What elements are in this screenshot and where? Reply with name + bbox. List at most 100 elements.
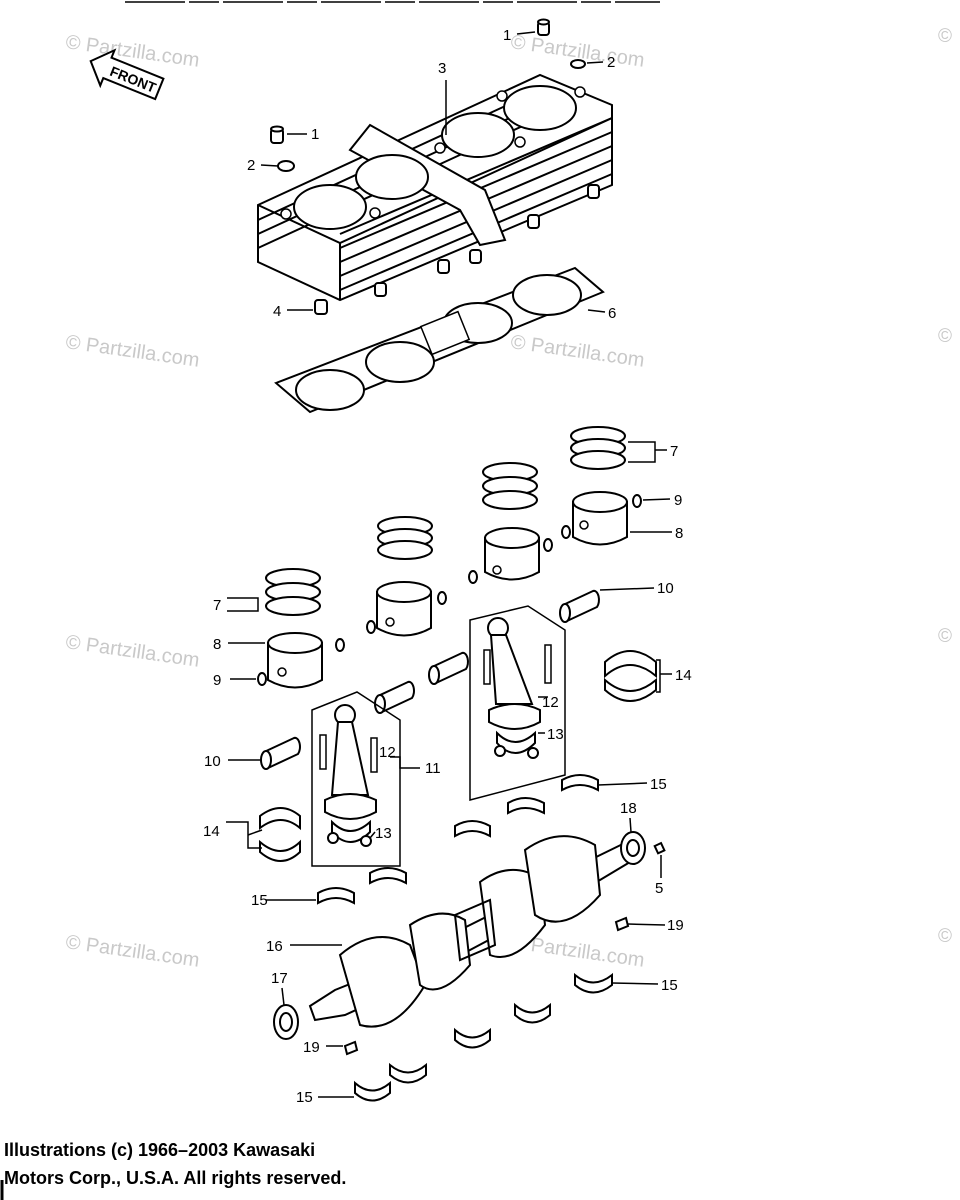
callout-8: 8	[213, 636, 221, 653]
con-rod-nut	[327, 832, 339, 844]
callout-7: 7	[213, 597, 221, 614]
callout-15: 15	[661, 977, 678, 994]
callout-labels: 1 2 3 1 2 4 6 7 9 8 10 7 8 9 14 12 13 10…	[203, 27, 692, 1106]
callout-17: 17	[271, 970, 288, 987]
callout-13: 13	[375, 825, 392, 842]
dowel-pin	[314, 299, 328, 315]
callout-14: 14	[675, 667, 692, 684]
main-bearing	[507, 797, 545, 815]
piston	[572, 491, 628, 546]
plug	[343, 1040, 359, 1056]
main-bearing	[454, 1027, 491, 1049]
cylinder-bore	[293, 184, 367, 230]
footer-line-1: Illustrations (c) 1966–2003 Kawasaki	[4, 1140, 316, 1160]
callout-1: 1	[503, 27, 511, 44]
callout-8: 8	[675, 525, 683, 542]
callout-12: 12	[379, 744, 396, 761]
watermark: © Partzilla.com	[64, 931, 201, 972]
o-ring	[570, 59, 586, 69]
main-bearing	[574, 972, 613, 994]
copyright-mark: ©	[938, 926, 952, 947]
main-bearing	[561, 774, 599, 792]
con-rod-nut	[527, 747, 539, 759]
copyright-mark: ©	[938, 326, 952, 347]
callout-4: 4	[273, 303, 281, 320]
main-bearing	[317, 887, 355, 905]
watermark: © Partzilla.com	[64, 631, 201, 672]
cylinder-bore	[441, 112, 515, 158]
main-bearing	[514, 1002, 551, 1024]
dowel-pin	[270, 125, 284, 144]
piston-ring-set	[482, 462, 538, 510]
con-rod-nut	[494, 745, 506, 757]
piston	[484, 527, 540, 581]
con-rod-group-box	[469, 605, 566, 801]
circlip	[561, 525, 571, 539]
circlip	[257, 672, 267, 686]
callout-16: 16	[266, 938, 283, 955]
callout-19: 19	[303, 1039, 320, 1056]
piston-pin	[260, 736, 301, 770]
cylinder-bore	[355, 154, 429, 200]
dowel-pin	[437, 259, 450, 274]
dowel-pin	[537, 18, 550, 36]
callout-14: 14	[203, 823, 220, 840]
main-bearing	[454, 820, 491, 838]
callout-12: 12	[542, 694, 559, 711]
watermark: © Partzilla.com	[509, 331, 646, 372]
callout-15: 15	[296, 1089, 313, 1106]
circlip	[437, 591, 447, 605]
piston-pin	[428, 651, 469, 685]
piston-ring-set	[377, 516, 433, 560]
circlip	[366, 620, 376, 634]
leader-lines	[226, 31, 672, 1098]
callout-18: 18	[620, 800, 637, 817]
oil-seal	[273, 1004, 299, 1040]
dowel-pin	[527, 214, 540, 229]
callout-13: 13	[547, 726, 564, 743]
woodruff-key	[653, 841, 666, 855]
footer-line-2: Motors Corp., U.S.A. All rights reserved…	[4, 1168, 347, 1188]
o-ring	[277, 160, 295, 172]
con-rod-nut	[360, 835, 372, 847]
connecting-rod	[483, 617, 552, 754]
callout-11: 11	[425, 760, 441, 777]
callout-10: 10	[204, 753, 221, 770]
main-bearing	[369, 867, 407, 885]
piston	[267, 632, 323, 689]
cylinder-block	[257, 73, 613, 302]
callout-19: 19	[667, 917, 684, 934]
circlip	[335, 638, 345, 652]
callout-1: 1	[311, 126, 319, 143]
callout-9: 9	[213, 672, 221, 689]
callout-10: 10	[657, 580, 674, 597]
dowel-pin	[469, 249, 482, 264]
piston-ring-set	[265, 568, 321, 616]
rod-bearing	[604, 650, 657, 702]
dowel-pin	[587, 184, 600, 199]
circlip	[632, 494, 642, 508]
dowel-pin	[374, 282, 387, 297]
connecting-rod	[319, 704, 378, 843]
copyright-footer: Illustrations (c) 1966–2003 Kawasaki Mot…	[4, 1136, 346, 1192]
callout-2: 2	[607, 54, 615, 71]
copyright-mark: ©	[938, 626, 952, 647]
oil-seal	[620, 831, 646, 865]
piston-ring-set	[570, 426, 626, 470]
plug	[614, 916, 630, 932]
rod-bearing	[259, 807, 301, 862]
crankshaft	[308, 835, 642, 1028]
copyright-mark: ©	[938, 26, 952, 47]
circlip	[543, 538, 553, 552]
callout-15: 15	[650, 776, 667, 793]
callout-9: 9	[674, 492, 682, 509]
callout-15: 15	[251, 892, 268, 909]
callout-7: 7	[670, 443, 678, 460]
main-bearing	[354, 1080, 391, 1102]
piston	[376, 581, 432, 637]
con-rod-group-box	[311, 691, 401, 867]
callout-5: 5	[655, 880, 663, 897]
main-bearing	[389, 1062, 427, 1084]
callout-3: 3	[438, 60, 446, 77]
